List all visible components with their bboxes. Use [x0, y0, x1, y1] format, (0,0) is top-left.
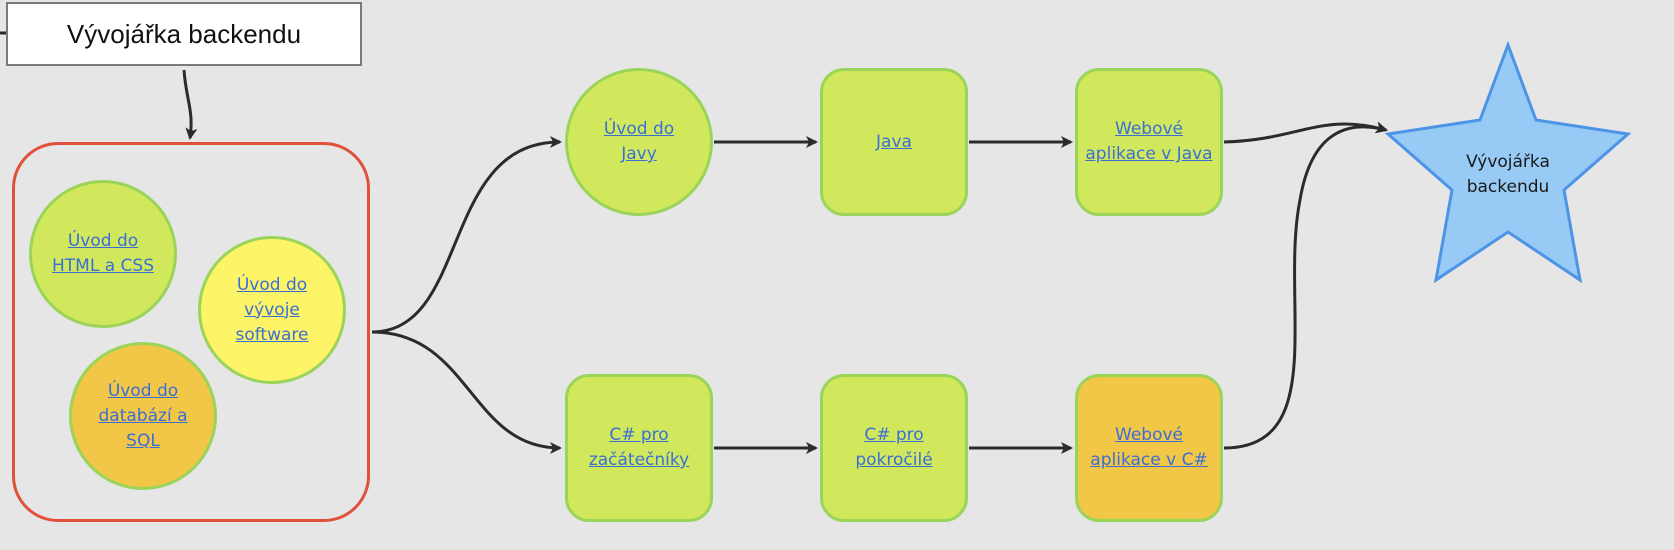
node-csharp-advanced[interactable]: C# pro pokročilé [820, 374, 968, 522]
node-html-css[interactable]: Úvod do HTML a CSS [29, 180, 177, 328]
edge-group-to-csharp-beginners [371, 330, 562, 454]
node-csharp-advanced-link[interactable]: C# pro pokročilé [855, 425, 933, 470]
node-java-intro[interactable]: Úvod do Javy [565, 68, 713, 216]
node-java-web[interactable]: Webové aplikace v Java [1075, 68, 1223, 216]
goal-label: Vývojářka backendu [1466, 152, 1550, 197]
intro-group-frame [12, 142, 370, 522]
title-text: Vývojářka backendu [66, 18, 302, 49]
node-csharp-web-link[interactable]: Webové aplikace v C# [1090, 425, 1208, 470]
node-csharp-web[interactable]: Webové aplikace v C# [1075, 374, 1223, 522]
node-java-web-link[interactable]: Webové aplikace v Java [1085, 119, 1213, 164]
node-java[interactable]: Java [820, 68, 968, 216]
edge-csharp-web-to-goal [1223, 121, 1388, 450]
node-html-css-link[interactable]: Úvod do HTML a CSS [52, 231, 154, 276]
node-java-link[interactable]: Java [876, 131, 912, 152]
goal-star-shape [1384, 40, 1632, 284]
node-software-dev[interactable]: Úvod do vývoje software [198, 236, 346, 384]
node-java-intro-link[interactable]: Úvod do Javy [603, 119, 675, 164]
node-databases-sql-link[interactable]: Úvod do databází a SQL [98, 380, 188, 451]
node-csharp-beginners[interactable]: C# pro začátečníky [565, 374, 713, 522]
title-box: Vývojářka backendu [6, 2, 362, 66]
edge-group-to-java-intro [371, 136, 562, 334]
node-databases-sql[interactable]: Úvod do databází a SQL [69, 342, 217, 490]
edge-title-to-group [182, 69, 198, 140]
node-csharp-beginners-link[interactable]: C# pro začátečníky [588, 425, 690, 470]
node-software-dev-link[interactable]: Úvod do vývoje software [235, 274, 309, 345]
